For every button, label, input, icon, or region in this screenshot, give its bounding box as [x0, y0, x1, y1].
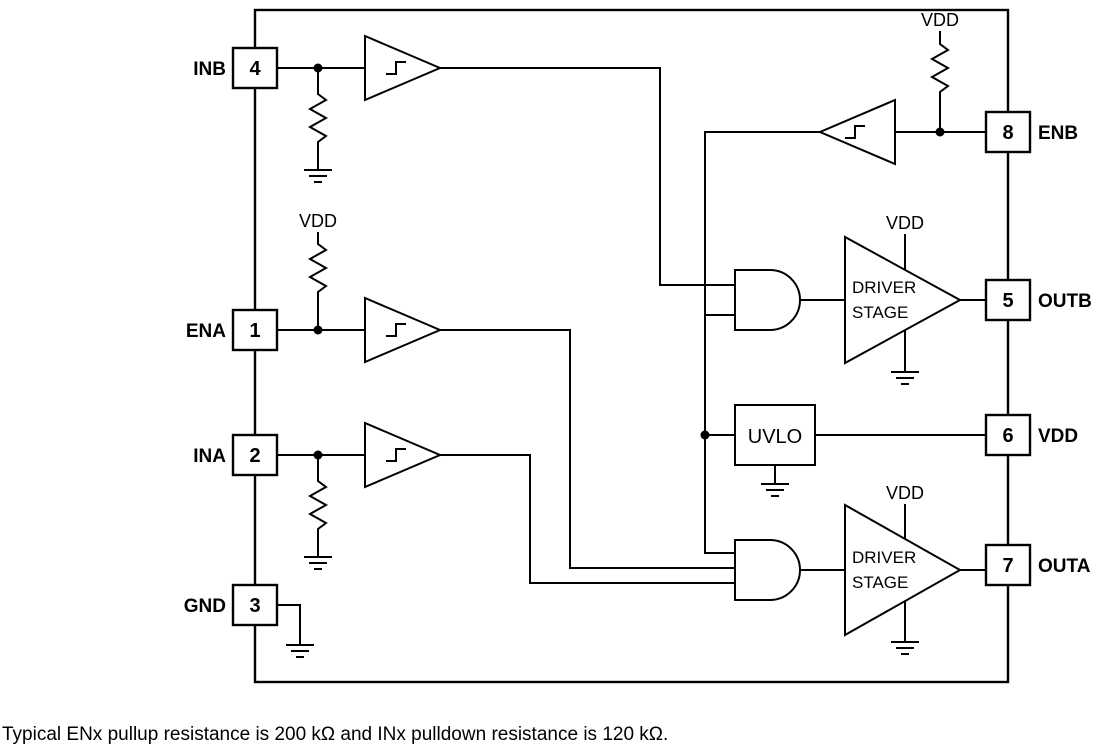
pin-label: INA — [193, 446, 226, 467]
pin-label: OUTA — [1038, 556, 1091, 577]
pin-number: 2 — [249, 445, 260, 467]
pin-box — [231, 46, 279, 90]
pin-box — [984, 110, 1032, 154]
driver-stage-label-line1: DRIVER — [852, 278, 916, 297]
pin-box — [984, 278, 1032, 322]
ground-icon-gnd-pin — [286, 644, 314, 658]
vdd-label-enb-pullup: VDD — [921, 10, 959, 30]
buffer-triangle — [364, 34, 443, 102]
buffer-triangle — [364, 296, 443, 364]
pin-box — [231, 433, 279, 477]
junction-dot-ena — [313, 325, 323, 335]
wire-gnd — [276, 604, 301, 646]
driver-stage-a: DRIVER STAGE — [844, 503, 963, 637]
ground-icon-inb — [304, 169, 332, 183]
pin-box — [231, 583, 279, 627]
pin-number: 5 — [1002, 290, 1013, 312]
resistor-ina-pulldown — [307, 477, 329, 533]
hysteresis-icon — [386, 323, 406, 337]
uvlo-box — [734, 404, 816, 466]
pin-label: INB — [193, 59, 226, 80]
ground-icon-ina — [304, 556, 332, 570]
pin-inb: 4 INB — [193, 46, 279, 90]
pin-enb: 8 ENB — [984, 110, 1078, 154]
driver-stage-b: DRIVER STAGE — [844, 235, 963, 365]
ground-icon-drivera — [891, 641, 919, 655]
driver-stage-label-line2: STAGE — [852, 573, 908, 592]
resistors — [307, 40, 951, 533]
wire-ina-to-and — [439, 454, 736, 584]
block-diagram-svg: DRIVER STAGE DRIVER STAGE UVLO VDD VDD V… — [184, 8, 1092, 684]
pin-box — [984, 543, 1032, 587]
hysteresis-icon — [845, 125, 865, 139]
wire-enb-uvlo-trunk — [704, 131, 821, 554]
hysteresis-icon — [386, 61, 406, 75]
driver-stage-label-line2: STAGE — [852, 303, 908, 322]
wire-inb-to-and — [439, 67, 736, 286]
pin-number: 3 — [249, 595, 260, 617]
pin-label: GND — [184, 596, 226, 617]
wire-ena-to-and — [439, 329, 736, 569]
pin-ina: 2 INA — [193, 433, 279, 477]
pin-number: 8 — [1002, 122, 1013, 144]
resistor-inb-pulldown — [307, 90, 329, 146]
hysteresis-icon — [386, 448, 406, 462]
driver-triangle — [844, 503, 963, 637]
buffer-triangle — [364, 421, 443, 489]
vdd-label-ena-pullup: VDD — [299, 211, 337, 231]
pin-label: ENA — [186, 321, 226, 342]
junction-dot-inb — [313, 63, 323, 73]
pin-number: 4 — [249, 58, 261, 80]
vdd-label-driverb: VDD — [886, 213, 924, 233]
and-gate-channel-a — [734, 539, 801, 601]
pin-number: 6 — [1002, 425, 1013, 447]
ground-symbols — [286, 169, 919, 658]
pin-ena: 1 ENA — [186, 308, 279, 352]
junction-dot-enb — [935, 127, 945, 137]
pin-box — [231, 308, 279, 352]
pin-label: OUTB — [1038, 291, 1092, 312]
junction-dot-ina — [313, 450, 323, 460]
pin-label: VDD — [1038, 426, 1078, 447]
pin-outa: 7 OUTA — [984, 543, 1091, 587]
pin-vdd: 6 VDD — [984, 413, 1078, 457]
resistor-ena-pullup — [307, 240, 329, 296]
footnote: Typical ENx pullup resistance is 200 kΩ … — [2, 724, 669, 745]
uvlo-label: UVLO — [748, 426, 802, 448]
buffer-triangle — [817, 98, 896, 166]
ground-icon-uvlo — [761, 483, 789, 497]
resistor-enb-pullup — [929, 40, 951, 96]
junction-dot-uvlo — [700, 430, 710, 440]
pin-gnd: 3 GND — [184, 583, 279, 627]
schmitt-buffer-ena — [364, 296, 443, 364]
schmitt-buffer-enb — [817, 98, 896, 166]
ground-icon-driverb — [891, 371, 919, 385]
junction-dots — [313, 63, 945, 460]
and-gate-channel-b — [734, 269, 801, 331]
pin-number: 7 — [1002, 555, 1013, 577]
pin-box — [984, 413, 1032, 457]
pin-number: 1 — [249, 320, 260, 342]
schmitt-buffer-inb — [364, 34, 443, 102]
schmitt-buffer-ina — [364, 421, 443, 489]
vdd-label-drivera: VDD — [886, 483, 924, 503]
pin-label: ENB — [1038, 123, 1078, 144]
driver-stage-label-line1: DRIVER — [852, 548, 916, 567]
uvlo-block: UVLO — [734, 404, 816, 466]
driver-triangle — [844, 235, 963, 365]
pin-outb: 5 OUTB — [984, 278, 1092, 322]
